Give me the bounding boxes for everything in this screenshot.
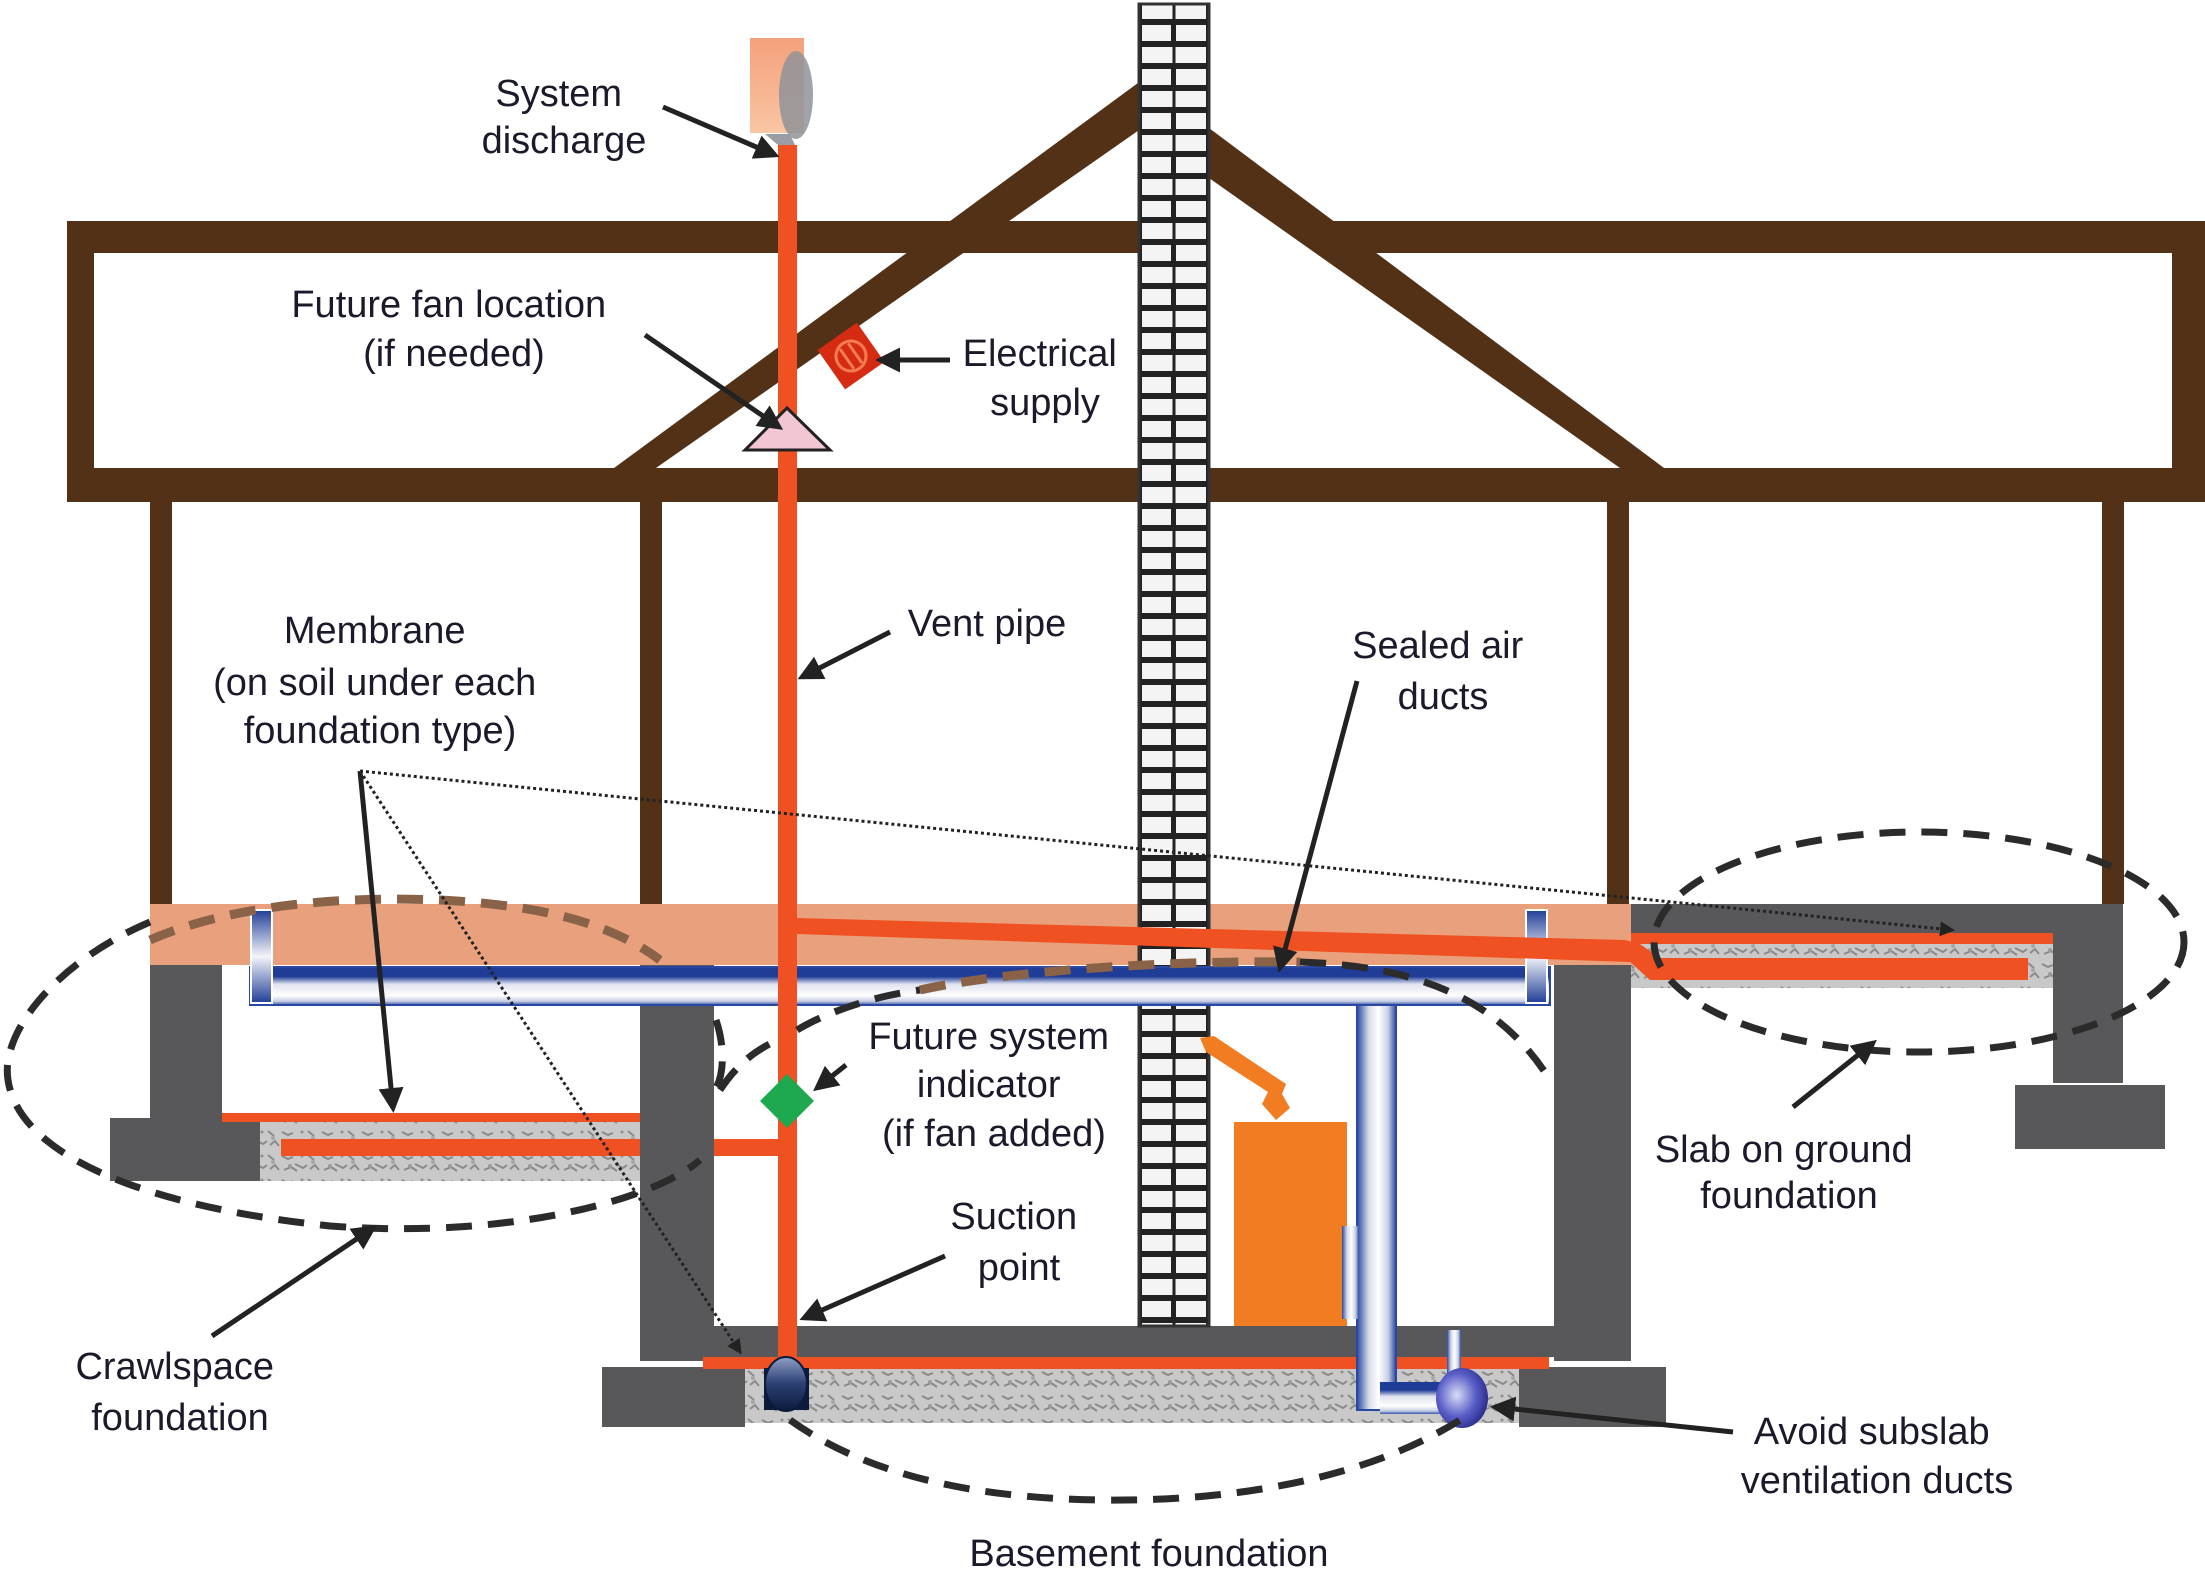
callout-arrows: [210, 104, 1877, 1435]
basement-membrane: [703, 1357, 1549, 1369]
exhaust-cap-icon: [750, 38, 813, 145]
crawlspace-ellipse-inner: [148, 894, 663, 964]
arrow-avoid-subslab: [1490, 1396, 1734, 1435]
basement-ellipse-right: [1299, 958, 1553, 1082]
furnace-flue: [1200, 1036, 1290, 1120]
basement-ellipse-bottom: [787, 1417, 1462, 1504]
membrane-pointer-crawlspace: [357, 770, 404, 1113]
label-crawlspace-foundation: Crawlspace foundation: [75, 1346, 284, 1439]
chimney: [1137, 2, 1211, 1328]
furnace-body: [1234, 1122, 1347, 1326]
duct-vertical: [1356, 1004, 1397, 1411]
wall-post-1: [150, 502, 172, 904]
foundation-highlight-ellipses: [3, 828, 2188, 1504]
membrane-pointer-slab: [359, 769, 1955, 937]
left-attic-left-wall: [67, 221, 94, 502]
arrow-slab-foundation: [1791, 1039, 1877, 1109]
roof-right-rafter: [1209, 128, 1664, 468]
floor-branch-pipe: [797, 918, 2028, 980]
suction-pit-icon: [764, 1356, 809, 1412]
arrow-suction-point: [799, 1253, 947, 1322]
arrow-future-indicator: [813, 1063, 848, 1092]
membrane-pointers: [357, 769, 1955, 1355]
label-membrane: Membrane (on soil under each foundation …: [213, 610, 547, 752]
slab-ellipse: [1650, 828, 2188, 1056]
label-basement-foundation: Basement foundation: [969, 1533, 1328, 1574]
label-avoid-subslab: Avoid subslab ventilation ducts: [1741, 1411, 2014, 1502]
crawlspace-membrane: [222, 1113, 640, 1122]
basement-left-footing: [602, 1367, 745, 1427]
crawlspace-ellipse: [3, 918, 703, 1233]
basement-structure: [602, 965, 1666, 1427]
right-attic-right-wall: [2172, 221, 2205, 502]
label-future-system-indicator: Future system indicator (if fan added): [868, 1016, 1119, 1155]
wall-post-4: [2102, 502, 2124, 904]
crawlspace-wall: [150, 965, 222, 1122]
sealed-air-ducts: [249, 909, 1551, 1428]
duct-subslab-riser: [1447, 1330, 1461, 1380]
left-attic-floor-beam: [67, 468, 1142, 502]
slab-membrane: [1631, 933, 2053, 944]
label-electrical-supply: Electrical supply: [963, 333, 1128, 424]
electrical-outlet-icon: [817, 322, 885, 390]
roof-left-rafter: [614, 80, 1142, 468]
crawlspace-ellipse-right: [709, 1018, 780, 1097]
vent-pipe: [778, 145, 797, 1367]
wall-post-3: [1607, 502, 1629, 904]
crawlspace-footing: [110, 1118, 260, 1181]
slab-footing: [2015, 1085, 2165, 1149]
duct-left-cap: [250, 909, 273, 1004]
wall-post-2: [640, 502, 662, 904]
basement-left-wall: [640, 965, 714, 1361]
basement-right-wall: [1554, 965, 1631, 1361]
labels: System discharge Future fan location (if…: [75, 73, 2013, 1574]
label-future-fan: Future fan location (if needed): [291, 284, 616, 375]
label-sealed-air-ducts: Sealed air ducts: [1352, 625, 1534, 718]
right-attic-top-beam: [1320, 221, 2205, 253]
crawlspace-structure: [110, 965, 787, 1181]
label-slab-on-ground: Slab on ground foundation: [1655, 1129, 1923, 1217]
basement-slab: [714, 1326, 1554, 1357]
arrow-crawlspace-foundation: [210, 1225, 378, 1339]
duct-elbow-ball-icon: [1436, 1368, 1488, 1428]
arrow-sealed-ducts: [1273, 680, 1360, 973]
radon-vent-system: [741, 38, 2028, 1412]
house-frame: [67, 80, 2205, 904]
basement-ellipse-inner: [919, 957, 1301, 995]
furnace: [1200, 1036, 1347, 1326]
membrane-pointer-basement: [358, 770, 742, 1355]
arrow-future-fan: [643, 332, 784, 430]
label-vent-pipe: Vent pipe: [908, 603, 1066, 645]
duct-horizontal: [249, 966, 1551, 1006]
diamond-indicator-icon: [760, 1074, 814, 1128]
basement-ellipse-left: [795, 986, 921, 1033]
duct-furnace-connector: [1342, 1226, 1359, 1319]
label-suction-point: Suction point: [950, 1196, 1087, 1289]
label-system-discharge: System discharge: [482, 73, 647, 162]
arrow-vent-pipe: [797, 629, 892, 680]
right-attic-floor-beam: [1209, 468, 2205, 502]
slab-right-wall: [2053, 904, 2123, 1083]
arrow-system-discharge: [662, 104, 780, 159]
